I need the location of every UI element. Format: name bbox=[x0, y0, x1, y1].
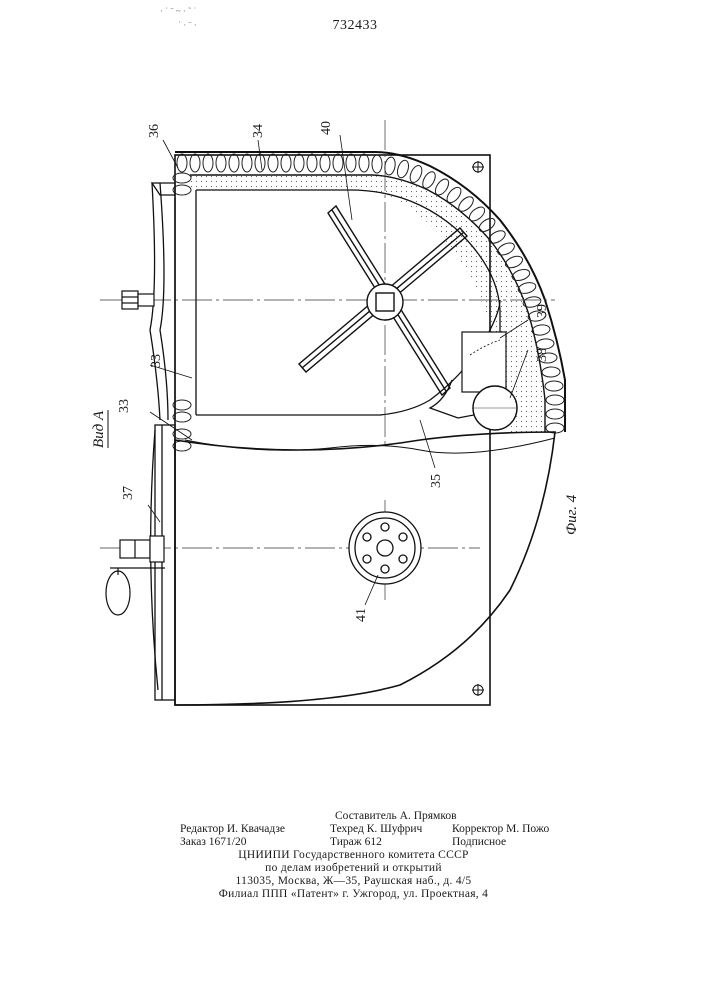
department: по делам изобретений и открытий bbox=[0, 862, 707, 875]
callout-36: 36 bbox=[147, 124, 162, 138]
view-label-text: Вид А bbox=[91, 410, 107, 448]
branch: Филиал ППП «Патент» г. Ужгород, ул. Прое… bbox=[0, 888, 707, 901]
break-line bbox=[185, 438, 555, 453]
callout-39: 39 bbox=[535, 304, 550, 318]
editor: Редактор И. Квачадзе bbox=[180, 823, 285, 836]
nozzle-icon bbox=[349, 512, 421, 584]
compiler: Составитель А. Прямков bbox=[335, 810, 457, 823]
address: 113035, Москва, Ж—35, Раушская наб., д. … bbox=[0, 875, 707, 888]
colophon: Составитель А. Прямков Редактор И. Квача… bbox=[0, 810, 707, 901]
callout-37: 37 bbox=[121, 486, 136, 500]
rotor-hub bbox=[367, 284, 403, 320]
callout-33b: 33 bbox=[117, 399, 132, 413]
callout-41: 41 bbox=[354, 608, 369, 622]
print-run: Тираж 612 bbox=[330, 836, 382, 849]
drum-bottom bbox=[196, 300, 500, 415]
figure-caption: Фиг. 4 bbox=[564, 494, 580, 535]
order: Заказ 1671/20 bbox=[180, 836, 247, 849]
view-label: Вид А bbox=[91, 410, 108, 448]
callout-33a: 33 bbox=[149, 354, 164, 368]
techred: Техред К. Шуфрич bbox=[330, 823, 422, 836]
knob-icon bbox=[122, 291, 154, 309]
subscription: Подписное bbox=[452, 836, 506, 849]
callout-40: 40 bbox=[319, 121, 334, 135]
sensor-block bbox=[462, 332, 506, 392]
technical-drawing: 36 34 40 39 38 33 33 35 37 41 Вид А Фиг.… bbox=[0, 0, 707, 800]
corrector: Корректор М. Пожо bbox=[452, 823, 549, 836]
callout-35: 35 bbox=[429, 474, 444, 488]
callout-38: 38 bbox=[535, 348, 550, 362]
door-panel bbox=[150, 183, 175, 700]
institute: ЦНИИПИ Государственного комитета СССР bbox=[0, 849, 707, 862]
callout-34: 34 bbox=[251, 124, 266, 138]
